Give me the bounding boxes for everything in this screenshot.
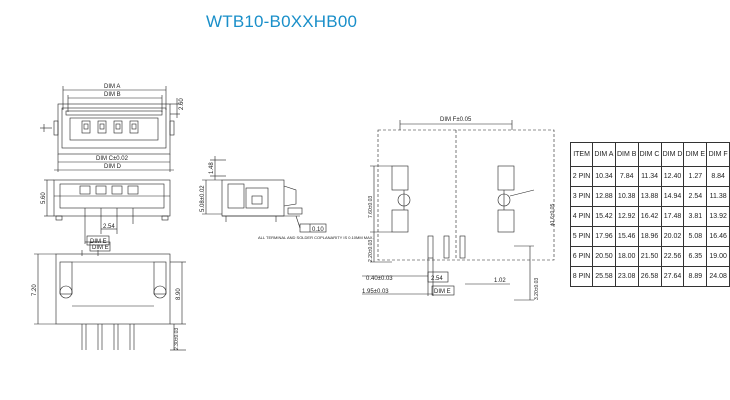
table-cell: 12.40 [660,166,685,187]
table-cell: 20.50 [592,246,616,267]
label-1-48: 1.48 [209,162,215,174]
drawing-title: WTB10-B0XXHB00 [206,12,358,31]
table-cell: 1.27 [683,166,708,187]
table-cell: 17.96 [592,226,616,247]
table-cell: 8 PIN [569,266,594,287]
label-hole-dia: ϕ1.6±0.05 [550,204,556,226]
label-5-60: 5.60 [41,192,47,204]
dimension-labels: DIM A DIM B DIM C±0.02 DIM D 2.60 5.60 2… [32,84,556,350]
side-view [202,156,327,233]
table-cell: 3 PIN [569,186,594,207]
label-dim-e-front: DIM E [90,239,107,245]
table-cell: 14.94 [660,186,685,207]
table-cell: 3.81 [683,206,708,227]
label-2-54-footprint: 2.54 [431,276,443,282]
table-cell: 10.38 [614,186,639,207]
table-cell: 16.42 [637,206,662,227]
table-cell: 16.46 [706,226,730,247]
label-5-08: 5.08±0.02 [200,185,206,212]
table-cell: 11.34 [637,166,662,187]
table-header: DIM B [614,142,639,167]
table-header: DIM F [706,142,730,167]
label-1-02: 1.02 [494,278,506,284]
front-view [44,179,171,246]
label-2-30: 2.30±0.03 [174,328,180,350]
table-cell: 4 PIN [569,206,594,227]
label-2-60: 2.60 [179,98,185,110]
label-coplanarity-box: 0.10 [312,227,324,233]
label-dim-b: DIM B [104,92,121,98]
dimension-table: ITEM DIM A DIM B DIM C DIM D DIM E DIM F… [569,142,730,287]
table-cell: 6.35 [683,246,708,267]
label-2-54: 2.54 [103,224,115,230]
table-cell: 12.92 [614,206,639,227]
table-cell: 12.88 [592,186,616,207]
table-header: DIM A [592,142,616,167]
table-cell: 19.00 [706,246,730,267]
table-cell: 13.88 [637,186,662,207]
table-header: DIM C [637,142,662,167]
label-coplanarity-note: ALL TERMINAL AND SOLDER COPLANARITY IS 0… [258,235,374,240]
label-dim-a: DIM A [104,84,120,90]
table-cell: 2.54 [683,186,708,207]
table-cell: 18.00 [614,246,639,267]
table-cell: 5.08 [683,226,708,247]
label-0-40: 0.40±0.03 [366,276,393,282]
table-header: DIM E [683,142,708,167]
table-cell: 10.34 [592,166,616,187]
table-cell: 25.58 [592,266,616,287]
label-dim-d: DIM D [104,164,122,170]
table-header: ITEM [569,142,594,167]
table-cell: 15.46 [614,226,639,247]
label-3-20: 3.20±0.03 [534,278,540,300]
label-dim-e-bottom: DIM E [92,245,109,251]
label-1-95: 1.95±0.03 [362,289,389,295]
table-cell: 13.92 [706,206,730,227]
table-cell: 8.84 [706,166,730,187]
table-cell: 20.02 [660,226,685,247]
table-cell: 15.42 [592,206,616,227]
label-7-20: 7.20 [32,284,38,296]
table-cell: 24.08 [706,266,730,287]
table-cell: 27.64 [660,266,685,287]
table-header-row: ITEM DIM A DIM B DIM C DIM D DIM E DIM F [569,142,730,167]
label-dim-c: DIM C±0.02 [96,156,129,162]
table-header: DIM D [660,142,685,167]
table-row: 3 PIN 12.88 10.38 13.88 14.94 2.54 11.38 [569,186,730,207]
table-cell: 8.89 [683,266,708,287]
table-cell: 22.56 [660,246,685,267]
table-cell: 23.08 [614,266,639,287]
table-cell: 5 PIN [569,226,594,247]
table-row: 2 PIN 10.34 7.84 11.34 12.40 1.27 8.84 [569,166,730,187]
table-cell: 11.38 [706,186,730,207]
label-8-90: 8.90 [176,288,182,300]
bottom-view [34,241,186,351]
table-cell: 26.58 [637,266,662,287]
label-2-20: 2.20±0.03 [368,240,374,262]
table-cell: 17.48 [660,206,685,227]
table-row: 5 PIN 17.96 15.46 18.96 20.02 5.08 16.46 [569,226,730,247]
table-row: 8 PIN 25.58 23.08 26.58 27.64 8.89 24.08 [569,266,730,287]
label-7-60: 7.60±0.03 [368,196,374,218]
table-cell: 18.96 [637,226,662,247]
table-row: 6 PIN 20.50 18.00 21.50 22.56 6.35 19.00 [569,246,730,267]
table-row: 4 PIN 15.42 12.92 16.42 17.48 3.81 13.92 [569,206,730,227]
top-view [40,86,180,172]
label-dim-f: DIM F±0.05 [440,117,472,123]
label-dim-e-footprint: DIM E [434,289,451,295]
table-cell: 2 PIN [569,166,594,187]
table-cell: 21.50 [637,246,662,267]
table-cell: 7.84 [614,166,639,187]
footprint-view [362,120,555,301]
table-cell: 6 PIN [569,246,594,267]
